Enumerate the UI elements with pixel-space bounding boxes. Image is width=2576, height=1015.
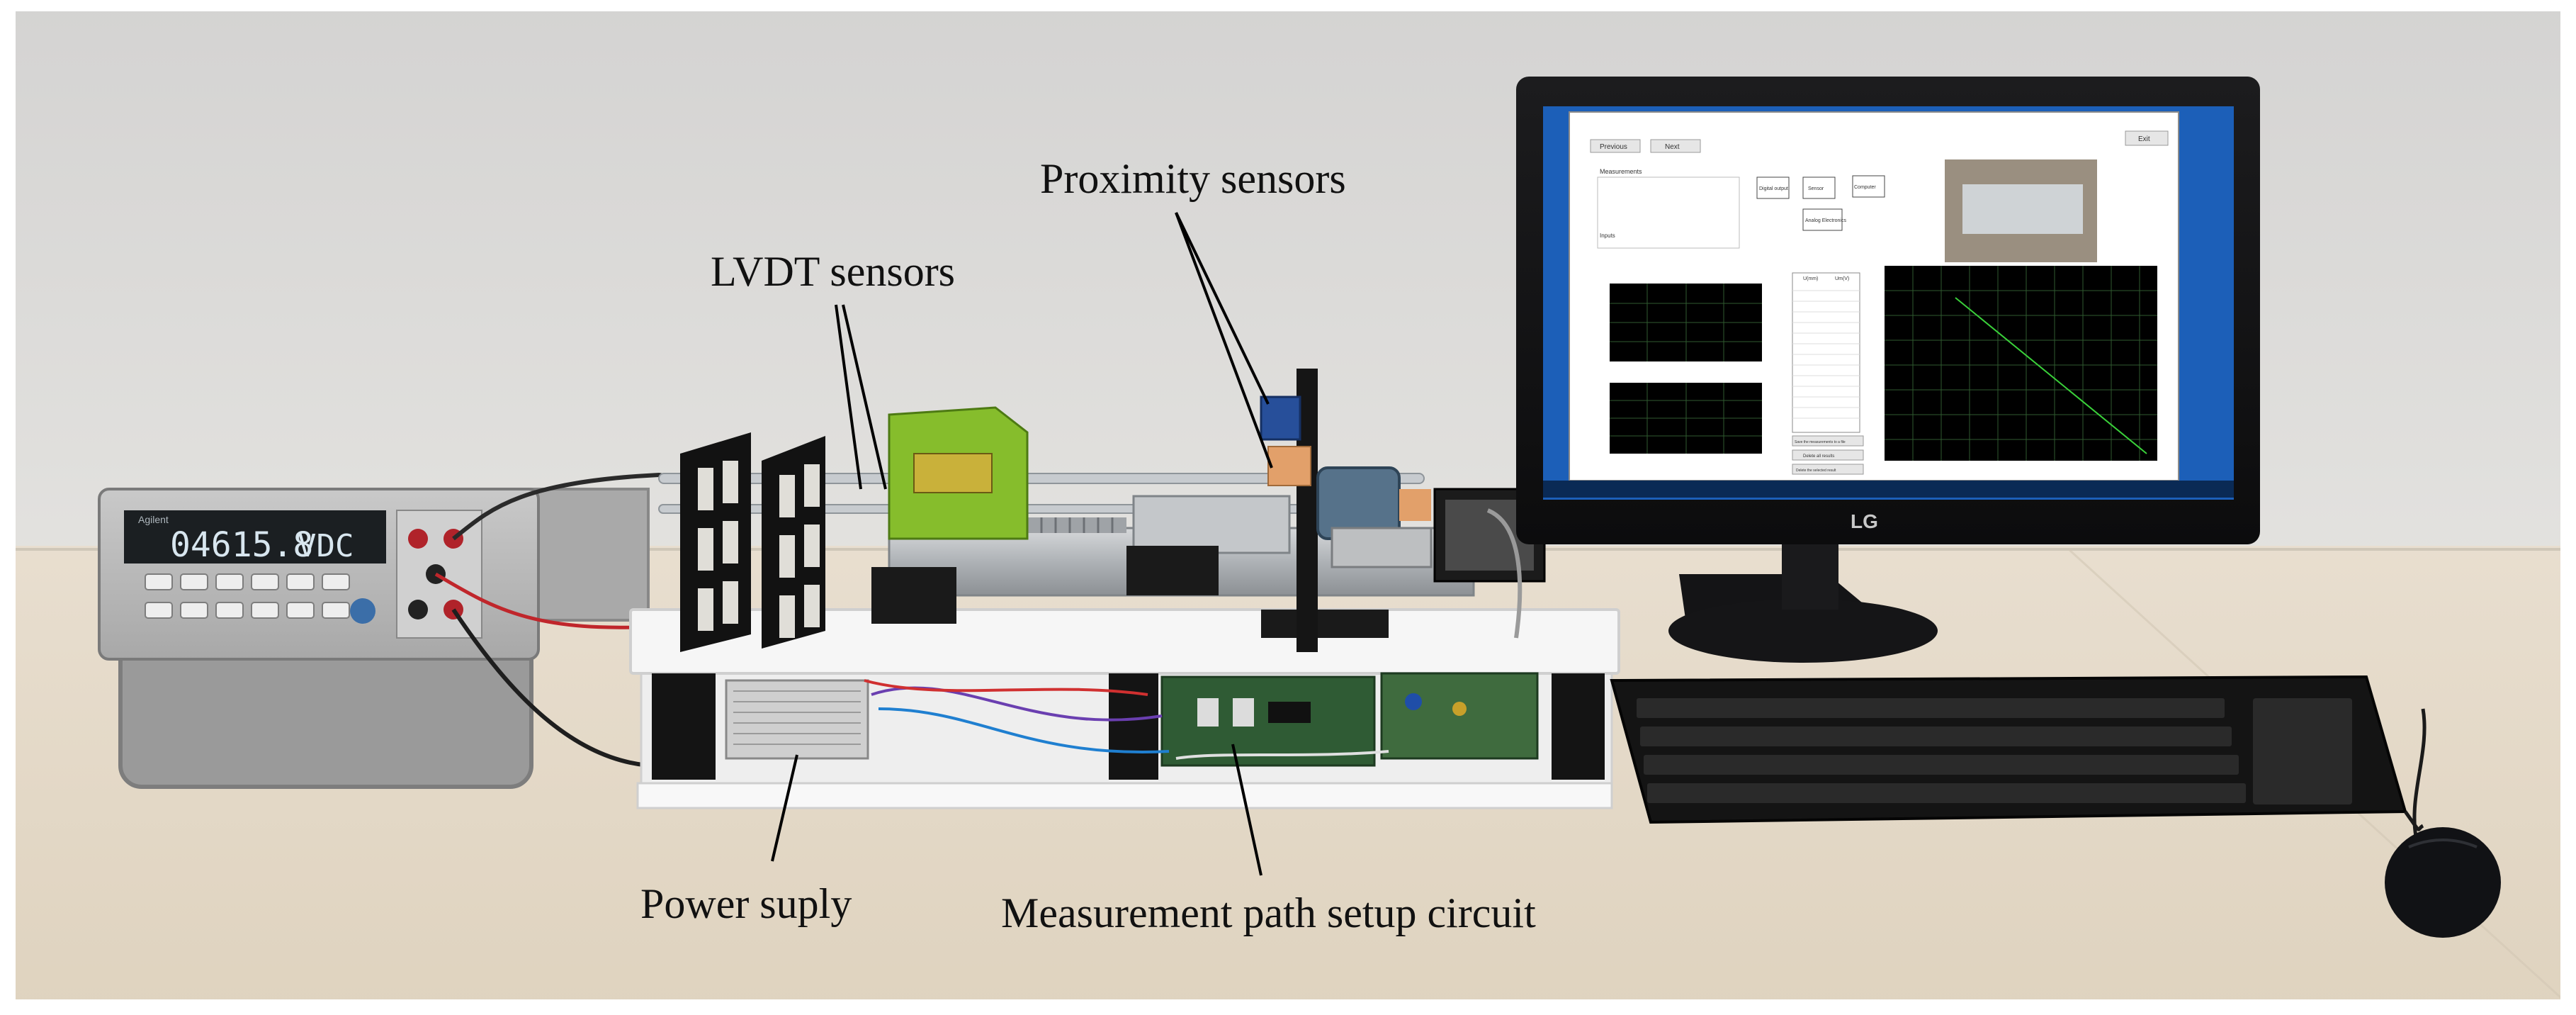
- multimeter: Agilent 04615.8 VDC: [98, 488, 650, 789]
- mouse: [2385, 827, 2501, 938]
- measurements-title: Measurements: [1600, 168, 1642, 175]
- next-button[interactable]: Next: [1665, 143, 1680, 151]
- monitor-logo: LG: [1851, 510, 1878, 532]
- svg-text:U(mm): U(mm): [1803, 276, 1818, 281]
- sliding-carriage: [871, 495, 1389, 638]
- lvdt-amplifier-module: [888, 406, 1029, 540]
- exit-button[interactable]: Exit: [2138, 135, 2150, 143]
- dmm-brand: Agilent: [138, 514, 169, 525]
- inputs-title: Inputs: [1600, 232, 1615, 239]
- svg-text:Analog Electronics: Analog Electronics: [1805, 218, 1846, 223]
- svg-text:Digital output: Digital output: [1759, 186, 1788, 191]
- previous-button[interactable]: Previous: [1600, 143, 1627, 151]
- label-proximity-sensors: Proximity sensors: [1040, 155, 1346, 202]
- svg-text:Um(V): Um(V): [1835, 276, 1849, 281]
- power-supply: [725, 679, 869, 760]
- monitor: LG Previous Next Exit Measurements Input…: [1516, 77, 2260, 663]
- svg-text:Sensor: Sensor: [1808, 186, 1824, 191]
- delete-selected-button[interactable]: Delete the selected result: [1796, 469, 1836, 473]
- proximity-sensor-mount: [1260, 369, 1431, 652]
- save-results-button[interactable]: Save the measurements to a file: [1795, 440, 1846, 444]
- label-measurement-circuit: Measurement path setup circuit: [1001, 890, 1536, 936]
- annotation-lines: [771, 212, 1273, 876]
- test-bench: [629, 369, 1620, 809]
- dmm-reading: 04615.8: [170, 525, 313, 565]
- dmm-unit: VDC: [298, 528, 354, 564]
- taskbar: [1543, 481, 2234, 498]
- keyboard: [1610, 675, 2407, 824]
- label-lvdt-sensors: LVDT sensors: [711, 248, 956, 295]
- delete-all-button[interactable]: Delete all results: [1803, 454, 1834, 459]
- measurement-circuit: [1160, 672, 1539, 767]
- label-power-supply: Power suply: [640, 880, 852, 927]
- measurement-software: Previous Next Exit Measurements Inputs D…: [1590, 130, 2169, 475]
- svg-text:Computer: Computer: [1854, 185, 1876, 190]
